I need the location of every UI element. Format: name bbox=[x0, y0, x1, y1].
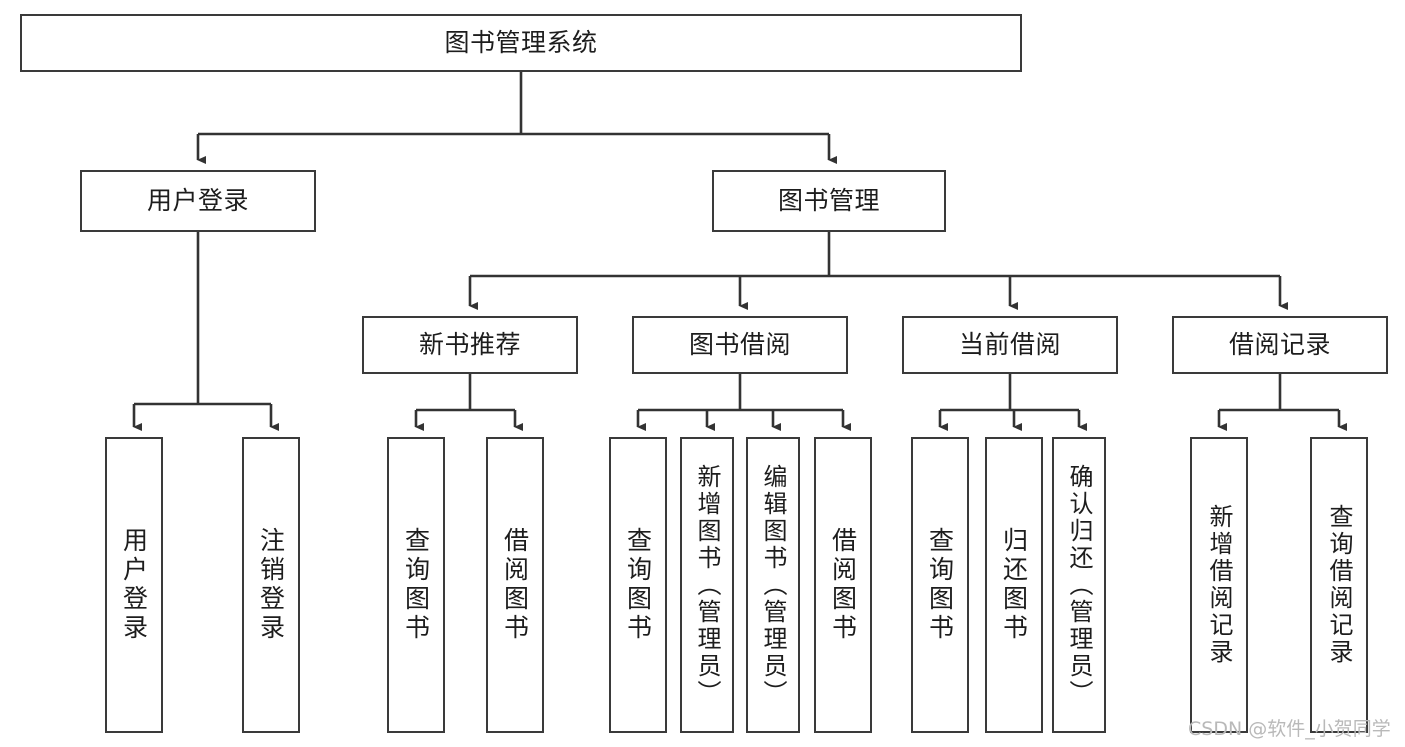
leaf-node-5[interactable]: 新增图书（管理员） bbox=[680, 437, 734, 733]
level3-node-2[interactable]: 当前借阅 bbox=[902, 316, 1118, 374]
leaf-node-9[interactable]: 归还图书 bbox=[985, 437, 1043, 733]
root-node-0[interactable]: 图书管理系统 bbox=[20, 14, 1022, 72]
level3-node-1[interactable]: 图书借阅 bbox=[632, 316, 848, 374]
node-label: 查询图书 bbox=[623, 527, 653, 643]
node-label: 查询借阅记录 bbox=[1325, 504, 1353, 666]
node-label: 注销登录 bbox=[256, 527, 286, 643]
leaf-node-0[interactable]: 用户登录 bbox=[105, 437, 163, 733]
level3-node-3[interactable]: 借阅记录 bbox=[1172, 316, 1388, 374]
node-label: 借阅图书 bbox=[828, 527, 858, 643]
level3-node-0[interactable]: 新书推荐 bbox=[362, 316, 578, 374]
leaf-node-12[interactable]: 查询借阅记录 bbox=[1310, 437, 1368, 733]
node-label: 新增图书（管理员） bbox=[693, 463, 721, 707]
node-label: 借阅记录 bbox=[1228, 330, 1331, 360]
watermark: CSDN @软件_小贺同学 bbox=[1188, 718, 1391, 740]
node-label: 新增借阅记录 bbox=[1205, 504, 1233, 666]
level2-node-0[interactable]: 用户登录 bbox=[80, 170, 316, 232]
node-label: 当前借阅 bbox=[958, 330, 1061, 360]
leaf-node-1[interactable]: 注销登录 bbox=[242, 437, 300, 733]
node-label: 图书管理 bbox=[777, 186, 880, 216]
leaf-node-4[interactable]: 查询图书 bbox=[609, 437, 667, 733]
leaf-node-3[interactable]: 借阅图书 bbox=[486, 437, 544, 733]
node-label: 新书推荐 bbox=[418, 330, 521, 360]
node-label: 图书管理系统 bbox=[444, 28, 598, 58]
node-label: 查询图书 bbox=[925, 527, 955, 643]
leaf-node-10[interactable]: 确认归还（管理员） bbox=[1052, 437, 1106, 733]
leaf-node-7[interactable]: 借阅图书 bbox=[814, 437, 872, 733]
node-label: 用户登录 bbox=[146, 186, 249, 216]
node-label: 查询图书 bbox=[401, 527, 431, 643]
leaf-node-11[interactable]: 新增借阅记录 bbox=[1190, 437, 1248, 733]
node-label: 归还图书 bbox=[999, 527, 1029, 643]
leaf-node-2[interactable]: 查询图书 bbox=[387, 437, 445, 733]
level2-node-1[interactable]: 图书管理 bbox=[712, 170, 946, 232]
leaf-node-6[interactable]: 编辑图书（管理员） bbox=[746, 437, 800, 733]
node-label: 借阅图书 bbox=[500, 527, 530, 643]
node-label: 用户登录 bbox=[119, 527, 149, 643]
leaf-node-8[interactable]: 查询图书 bbox=[911, 437, 969, 733]
node-label: 确认归还（管理员） bbox=[1065, 463, 1093, 707]
node-label: 编辑图书（管理员） bbox=[759, 463, 787, 707]
node-label: 图书借阅 bbox=[688, 330, 791, 360]
